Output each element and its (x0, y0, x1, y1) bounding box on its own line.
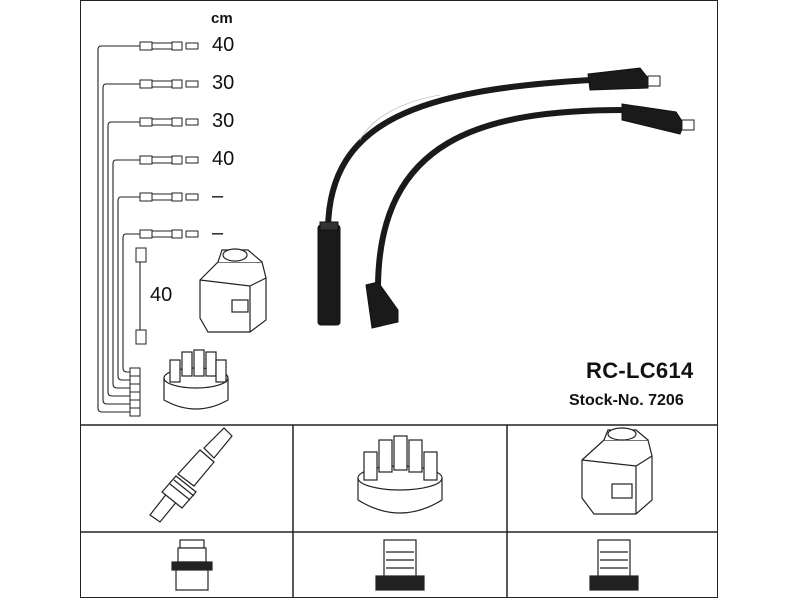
terminal-row-2 (139, 79, 199, 89)
wire-length-2: 30 (212, 72, 235, 94)
wire-length-5: – (212, 185, 224, 207)
coil-icon (199, 248, 267, 333)
coil-terminal-icon (589, 539, 639, 591)
distributor-cap-icon (163, 349, 229, 410)
cable-end-tips (647, 75, 695, 131)
distributor-cap-large-icon (357, 435, 443, 514)
terminal-row-1 (139, 41, 199, 51)
product-code: RC-LC614 (586, 358, 694, 383)
terminal-row-4 (139, 155, 199, 165)
cable-boots (317, 67, 685, 329)
wire-line-3 (107, 121, 140, 397)
cap-terminal-icon (375, 539, 425, 591)
wire-length-1: 40 (212, 34, 235, 56)
straight-boot-icon (317, 224, 341, 326)
wire-length-6: – (212, 222, 224, 244)
wire-schematic (97, 45, 141, 413)
coil-boot-2-icon (621, 103, 685, 135)
wire-line-4 (112, 159, 140, 389)
cap-end-terminals (129, 367, 141, 417)
stock-number: Stock-No. 7206 (569, 392, 684, 409)
ignition-cables (325, 77, 628, 288)
wire-length-4: 40 (212, 148, 235, 170)
coil-lead-terminals (135, 247, 147, 345)
terminal-row-6 (139, 229, 199, 239)
terminal-row-5 (139, 192, 199, 202)
wire-terminals (129, 41, 199, 417)
ignition-coil-large-icon (581, 427, 653, 515)
wire-line-6 (122, 233, 140, 373)
cable-1 (325, 77, 593, 231)
wire-length-3: 30 (212, 110, 235, 132)
spark-plug-icon (149, 427, 233, 523)
plug-terminal-icon (171, 539, 213, 591)
cable-2 (375, 107, 628, 288)
wire-line-5 (117, 196, 140, 381)
wire-line-1 (97, 45, 140, 413)
angled-boot-icon (365, 281, 399, 329)
wire-line-2 (102, 83, 140, 405)
unit-label: cm (211, 10, 233, 27)
coil-lead-length: 40 (150, 284, 173, 306)
terminal-row-3 (139, 117, 199, 127)
coil-boot-1-icon (587, 67, 649, 91)
